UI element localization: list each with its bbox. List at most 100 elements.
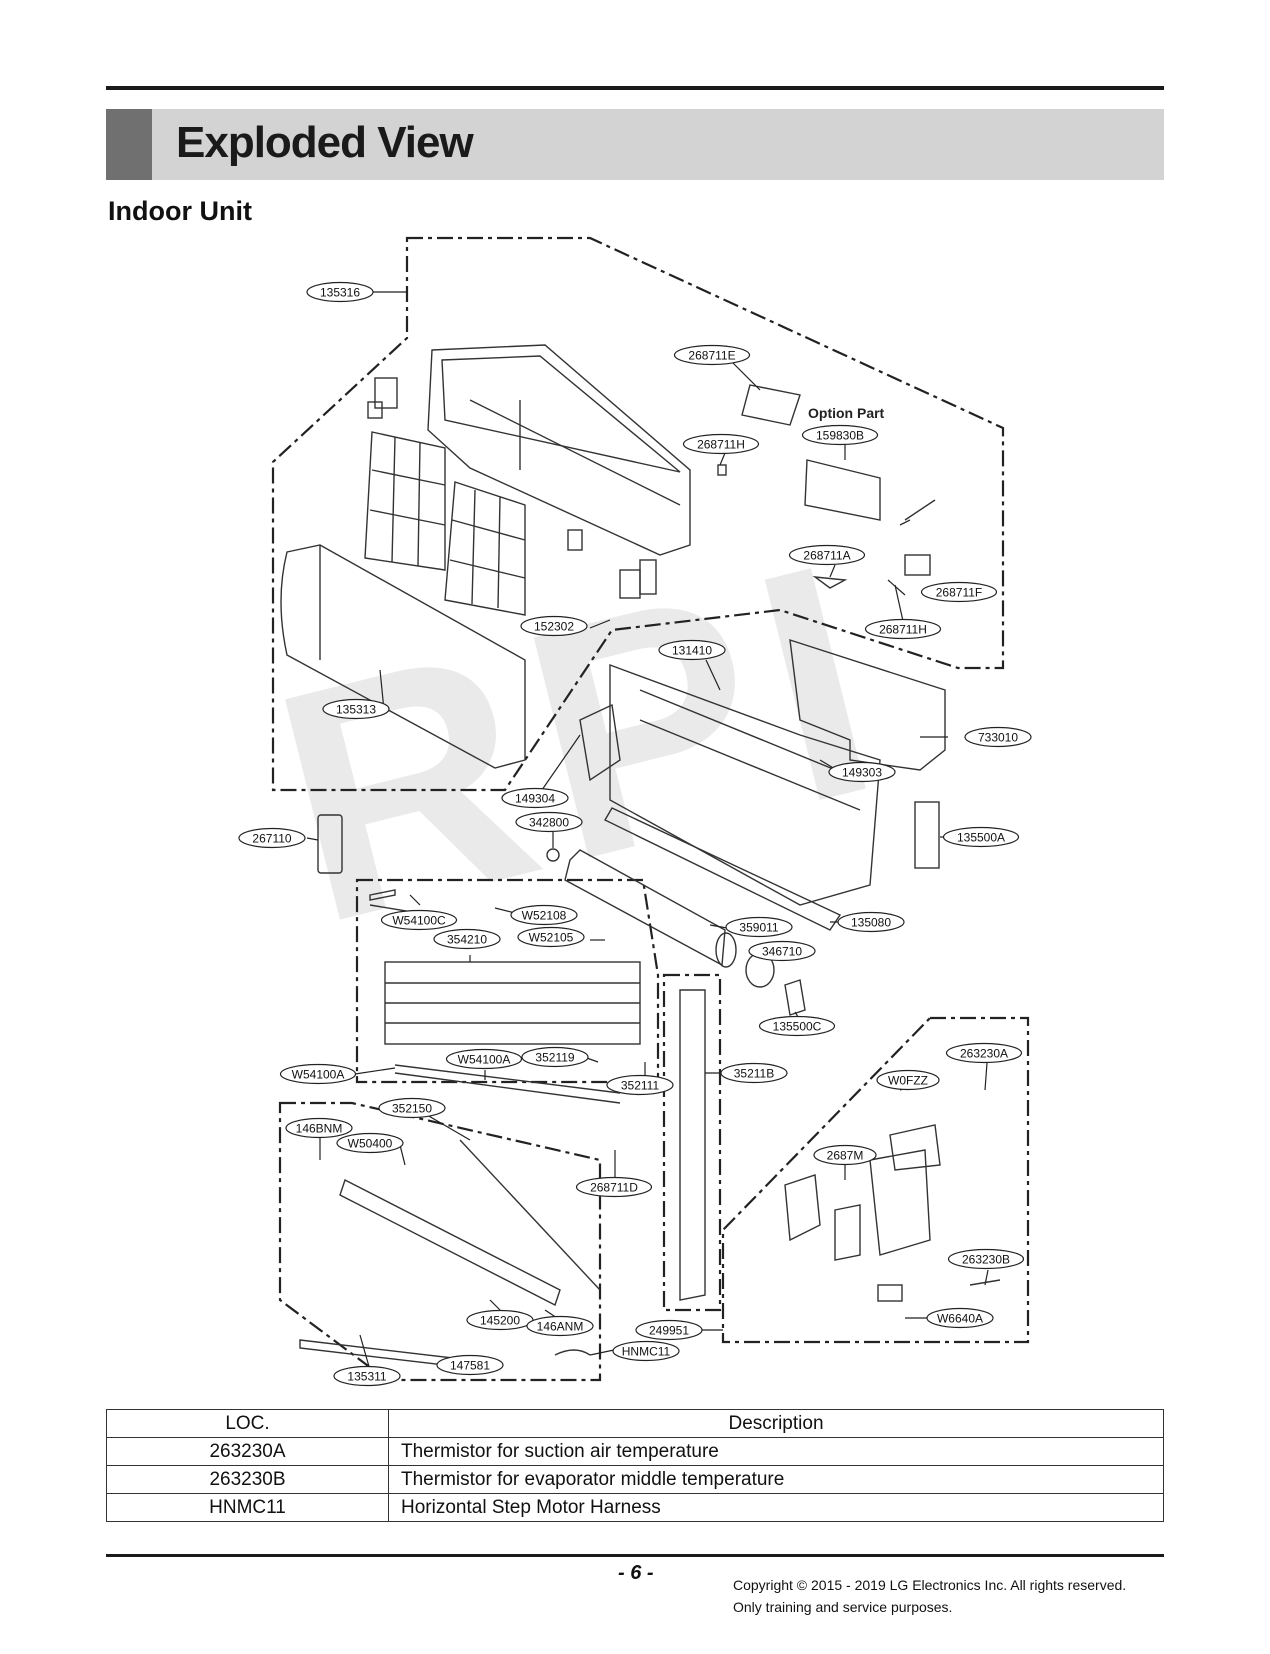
callout-268711e: 268711E [673, 344, 751, 366]
svg-text:W52105: W52105 [529, 931, 574, 945]
svg-text:152302: 152302 [534, 620, 574, 634]
group-boundary-pipe [662, 973, 722, 1312]
callout-342800: 342800 [515, 811, 583, 833]
callout-354210: 354210 [433, 928, 501, 950]
table-row: 263230B Thermistor for evaporator middle… [106, 1465, 1164, 1494]
callout-267110: 267110 [238, 827, 306, 849]
svg-text:135313: 135313 [336, 703, 376, 717]
callout-352111: 352111 [606, 1074, 674, 1096]
svg-text:135500A: 135500A [957, 831, 1005, 845]
callout-135316: 135316 [306, 281, 374, 303]
svg-text:2687M: 2687M [827, 1149, 864, 1163]
title-bar: Exploded View [106, 109, 1164, 180]
callout-135500a: 135500A [942, 826, 1020, 848]
svg-text:354210: 354210 [447, 933, 487, 947]
loc-cell: 263230A [106, 1437, 389, 1466]
bottom-rule [106, 1554, 1164, 1557]
svg-text:135316: 135316 [320, 286, 360, 300]
exploded-view-diagram: Option Part 135316 268711E 159830B 268711H 2… [238, 236, 1032, 1387]
description-cell: Thermistor for suction air temperature [388, 1437, 1164, 1466]
svg-text:149304: 149304 [515, 792, 555, 806]
table-row: HNMC11 Horizontal Step Motor Harness [106, 1493, 1164, 1522]
group-boundary-top [271, 236, 1005, 792]
callout-159830b: 159830B [801, 424, 879, 446]
svg-text:249951: 249951 [649, 1324, 689, 1338]
copyright-line-2: Only training and service purposes. [733, 1599, 953, 1615]
callout-w0fzz: W0FZZ [876, 1069, 940, 1091]
callout-w50400: W50400 [336, 1132, 404, 1154]
svg-text:W54100A: W54100A [292, 1068, 345, 1082]
svg-text:268711D: 268711D [590, 1181, 638, 1195]
group-boundary-controlbox [721, 1016, 1030, 1344]
svg-text:263230B: 263230B [962, 1253, 1010, 1267]
svg-text:35211B: 35211B [734, 1067, 774, 1081]
copyright: Copyright © 2015 - 2019 LG Electronics I… [733, 1574, 1126, 1618]
svg-text:268711F: 268711F [936, 586, 982, 600]
svg-text:W0FZZ: W0FZZ [888, 1074, 928, 1088]
option-part-label: Option Part [808, 405, 885, 421]
svg-text:268711H: 268711H [879, 623, 927, 637]
group-boundary-coil [355, 878, 660, 1084]
section-title: Indoor Unit [108, 196, 252, 226]
svg-text:W52108: W52108 [522, 909, 567, 923]
description-cell: Horizontal Step Motor Harness [388, 1493, 1164, 1522]
callout-w52108: W52108 [510, 904, 578, 926]
svg-text:W54100A: W54100A [458, 1053, 511, 1067]
callout-146anm: 146ANM [526, 1315, 594, 1337]
svg-text:263230A: 263230A [960, 1047, 1008, 1061]
callout-hnmc11: HNMC11 [612, 1340, 680, 1362]
description-cell: Thermistor for evaporator middle tempera… [388, 1465, 1164, 1494]
svg-text:146BNM: 146BNM [296, 1122, 343, 1136]
svg-text:149303: 149303 [842, 766, 882, 780]
svg-text:159830B: 159830B [816, 429, 864, 443]
page-number: - 6 - [618, 1562, 654, 1584]
svg-text:352119: 352119 [535, 1051, 574, 1065]
callout-152302: 152302 [520, 615, 588, 637]
svg-text:135080: 135080 [851, 916, 891, 930]
svg-text:146ANM: 146ANM [537, 1320, 584, 1334]
page-title: Exploded View [176, 118, 474, 167]
callout-35211b: 35211B [720, 1062, 788, 1084]
callout-145200: 145200 [466, 1309, 534, 1331]
parts-table: LOC. Description 263230A Thermistor for … [106, 1409, 1164, 1522]
svg-text:342800: 342800 [529, 816, 569, 830]
description-header: Description [388, 1409, 1164, 1438]
svg-text:352111: 352111 [621, 1079, 660, 1093]
callout-146bnm: 146BNM [285, 1117, 353, 1139]
svg-text:W54100C: W54100C [392, 914, 446, 928]
svg-text:W6640A: W6640A [937, 1312, 983, 1326]
callout-w52105: W52105 [517, 926, 585, 948]
callout-149304: 149304 [501, 787, 569, 809]
callout-268711h: 268711H [864, 618, 942, 640]
svg-text:147581: 147581 [450, 1359, 490, 1373]
callout-group: 135316268711E159830B268711H268711A268711… [238, 281, 1032, 1387]
callout-263230b: 263230B [947, 1248, 1025, 1270]
svg-text:135500C: 135500C [773, 1020, 822, 1034]
callout-359011: 359011 [725, 916, 793, 938]
svg-text:352150: 352150 [392, 1102, 432, 1116]
svg-text:268711H: 268711H [697, 438, 745, 452]
top-rule [106, 86, 1164, 90]
callout-w54100a: W54100A [445, 1048, 523, 1070]
svg-text:135311: 135311 [347, 1370, 386, 1384]
svg-text:346710: 346710 [762, 945, 802, 959]
callout-2687m: 2687M [813, 1144, 877, 1166]
svg-text:131410: 131410 [672, 644, 712, 658]
callout-135313: 135313 [322, 698, 390, 720]
callout-263230a: 263230A [945, 1042, 1023, 1064]
callout-268711d: 268711D [575, 1176, 653, 1198]
svg-text:267110: 267110 [252, 832, 291, 846]
callout-w6640a: W6640A [926, 1307, 994, 1329]
table-row: 263230A Thermistor for suction air tempe… [106, 1437, 1164, 1466]
callout-131410: 131410 [658, 639, 726, 661]
callout-249951: 249951 [635, 1319, 703, 1341]
svg-text:268711E: 268711E [688, 349, 735, 363]
callout-w54100c: W54100C [380, 909, 458, 931]
group-boundary-vane [278, 1101, 602, 1382]
callout-w54100a: W54100A [279, 1063, 357, 1085]
loc-cell: 263230B [106, 1465, 389, 1494]
svg-text:359011: 359011 [739, 921, 778, 935]
callout-135311: 135311 [333, 1365, 401, 1387]
callout-135500c: 135500C [758, 1015, 836, 1037]
callout-147581: 147581 [436, 1354, 504, 1376]
